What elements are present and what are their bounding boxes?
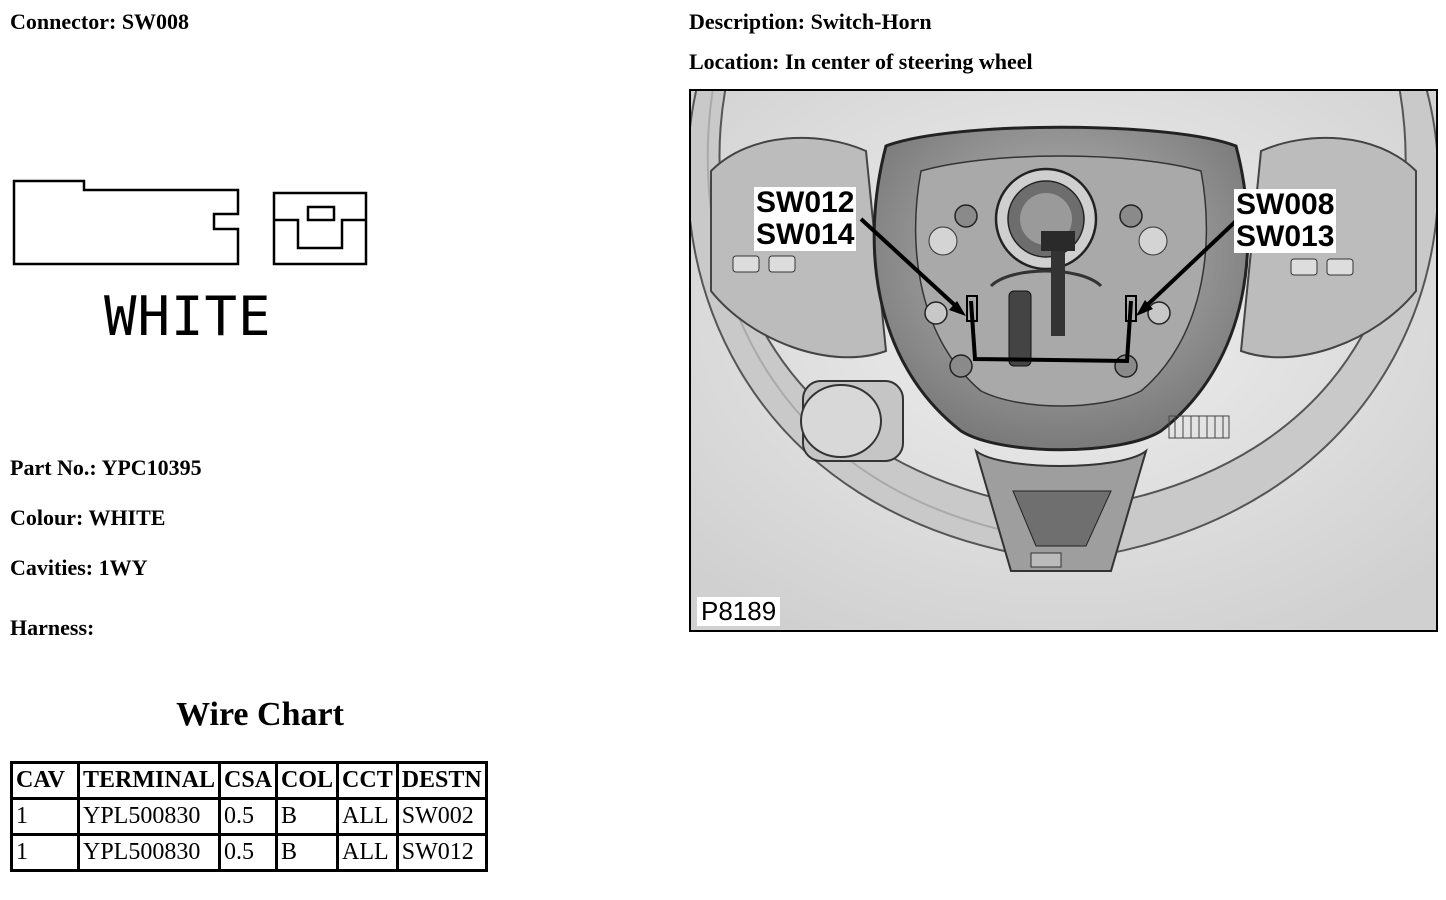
location-line: Location: In center of steering wheel [689, 51, 1033, 73]
column-header: DESTN [395, 761, 488, 800]
callout-sw014: SW014 [754, 218, 857, 251]
description-label: Description: [689, 9, 806, 34]
column-header: COL [275, 761, 340, 800]
connector-cavity-key [274, 205, 366, 250]
steering-wheel-figure: SW012 SW014 SW008 SW013 P8189 [689, 89, 1438, 632]
wire-chart-title: Wire Chart [176, 696, 344, 733]
wire-chart-table: CAV TERMINAL CSA COL CCT DESTN 1 YPL5008… [10, 761, 488, 872]
connector-line: Connector: SW008 [10, 11, 189, 33]
column-header: TERMINAL [76, 761, 222, 800]
table-cell: 1 [10, 797, 80, 836]
connector-value: SW008 [121, 9, 190, 34]
cavities-line: Cavities: 1WY [10, 557, 147, 579]
description-line: Description: Switch-Horn [689, 11, 932, 33]
table-row: 1 YPL500830 0.5 B ALL SW012 [10, 833, 488, 872]
table-cell: B [275, 833, 340, 872]
table-cell: 0.5 [218, 833, 279, 872]
connector-label: Connector: [10, 9, 117, 34]
table-cell: 1 [10, 833, 80, 872]
column-header: CCT [336, 761, 399, 800]
table-cell: YPL500830 [76, 833, 222, 872]
table-cell: B [275, 797, 340, 836]
colour-label: Colour: [10, 505, 84, 530]
connector-colour-text: WHITE [104, 285, 272, 348]
table-header-row: CAV TERMINAL CSA COL CCT DESTN [10, 761, 488, 800]
callout-sw012: SW012 [754, 186, 857, 219]
description-value: Switch-Horn [810, 9, 932, 34]
part-number-label: Part No.: [10, 455, 97, 480]
table-cell: SW002 [395, 797, 488, 836]
table-row: 1 YPL500830 0.5 B ALL SW002 [10, 797, 488, 836]
table-cell: YPL500830 [76, 797, 222, 836]
connector-face-drawing [12, 179, 368, 266]
table-cell: 0.5 [218, 797, 279, 836]
cavities-value: 1WY [98, 555, 148, 580]
callout-sw013: SW013 [1234, 220, 1337, 253]
location-value: In center of steering wheel [784, 49, 1033, 74]
part-number-value: YPC10395 [101, 455, 202, 480]
table-cell: ALL [336, 833, 399, 872]
harness-label: Harness: [10, 615, 95, 640]
table-cell: ALL [336, 797, 399, 836]
colour-line: Colour: WHITE [10, 507, 165, 529]
part-number-line: Part No.: YPC10395 [10, 457, 202, 479]
connector-cavity-outline [272, 191, 368, 266]
connector-body-outline [12, 179, 240, 266]
callout-sw008: SW008 [1234, 188, 1337, 221]
cavities-label: Cavities: [10, 555, 94, 580]
steering-wheel-illustration [691, 91, 1436, 630]
horn-wire-loop [969, 300, 1133, 364]
harness-line: Harness: [10, 617, 94, 639]
column-header: CAV [10, 761, 80, 800]
location-label: Location: [689, 49, 780, 74]
column-header: CSA [218, 761, 279, 800]
table-cell: SW012 [395, 833, 488, 872]
figure-id: P8189 [697, 597, 781, 626]
colour-value: WHITE [88, 505, 166, 530]
